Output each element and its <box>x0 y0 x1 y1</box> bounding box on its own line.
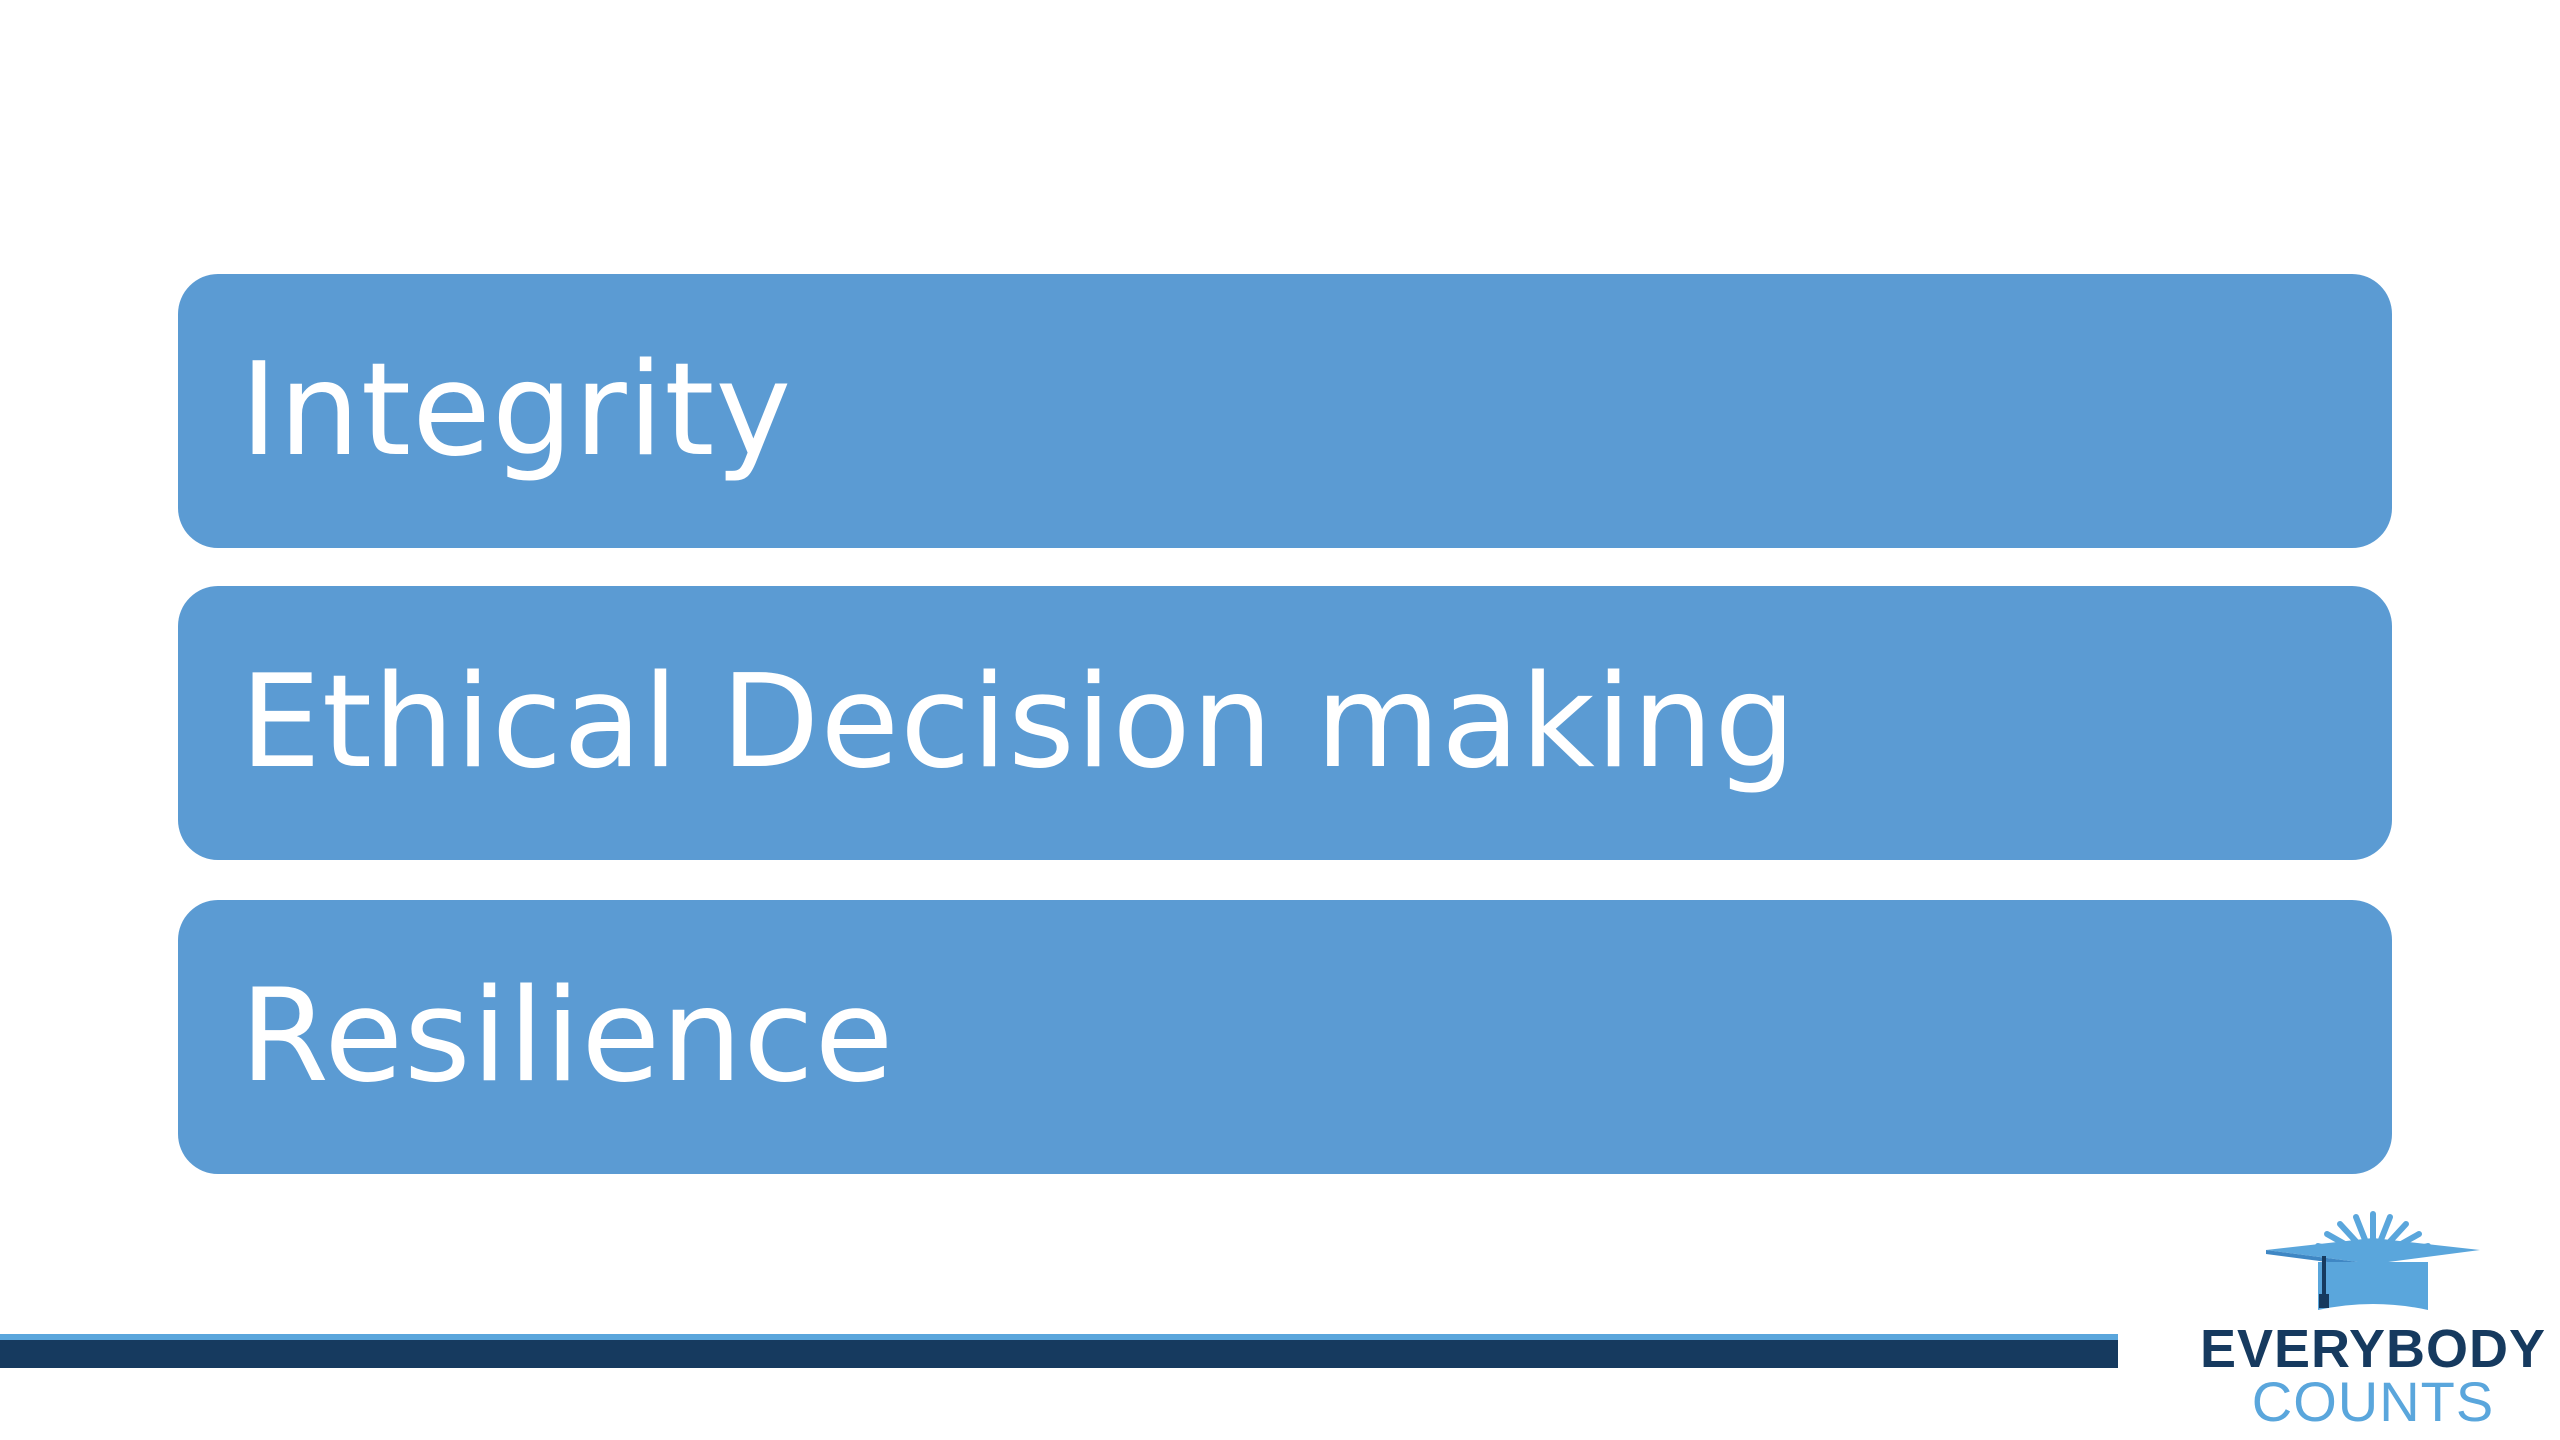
graduation-cap-sunburst-icon <box>2266 1211 2480 1310</box>
footer-rule <box>0 1334 2118 1368</box>
list-item-label: Ethical Decision making <box>240 648 1797 797</box>
footer-rule-dark <box>0 1340 2118 1368</box>
list-item-label: Resilience <box>240 962 895 1111</box>
everybody-counts-logo: EVERYBODY COUNTS <box>2196 1210 2550 1434</box>
logo-text-counts: COUNTS <box>2251 1370 2495 1433</box>
list-item-integrity: Integrity <box>178 274 2392 548</box>
logo-text-everybody: EVERYBODY <box>2199 1319 2547 1379</box>
footer-rule-light <box>0 1334 2118 1340</box>
list-item-ethical-decision-making: Ethical Decision making <box>178 586 2392 860</box>
list-item-resilience: Resilience <box>178 900 2392 1174</box>
list-item-label: Integrity <box>240 336 793 485</box>
